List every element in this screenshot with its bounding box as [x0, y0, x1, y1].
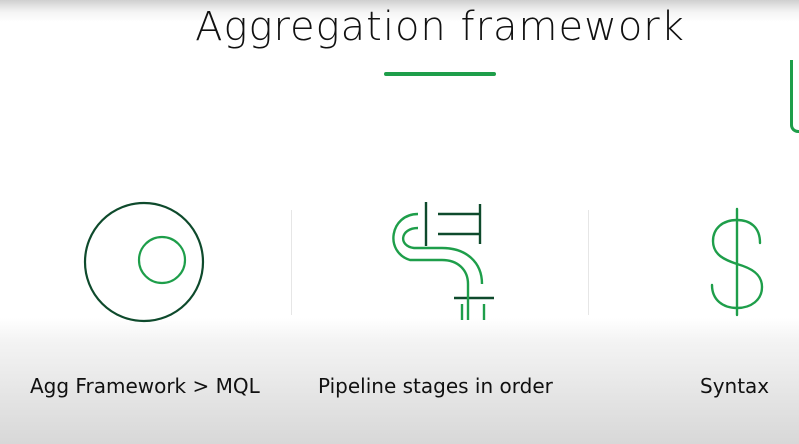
- item-label-pipeline-stages: Pipeline stages in order: [318, 374, 553, 398]
- target-circle-icon: [83, 201, 205, 323]
- slide-title: Aggregation framework: [195, 4, 685, 50]
- item-label-agg-framework: Agg Framework > MQL: [30, 374, 260, 398]
- column-divider: [291, 210, 292, 315]
- edge-decoration: [790, 60, 799, 133]
- dollar-sign-icon: [710, 207, 764, 317]
- pipeline-icon: [392, 202, 494, 320]
- title-underline: [384, 72, 496, 76]
- item-label-syntax: Syntax: [700, 374, 770, 398]
- column-divider: [588, 210, 589, 315]
